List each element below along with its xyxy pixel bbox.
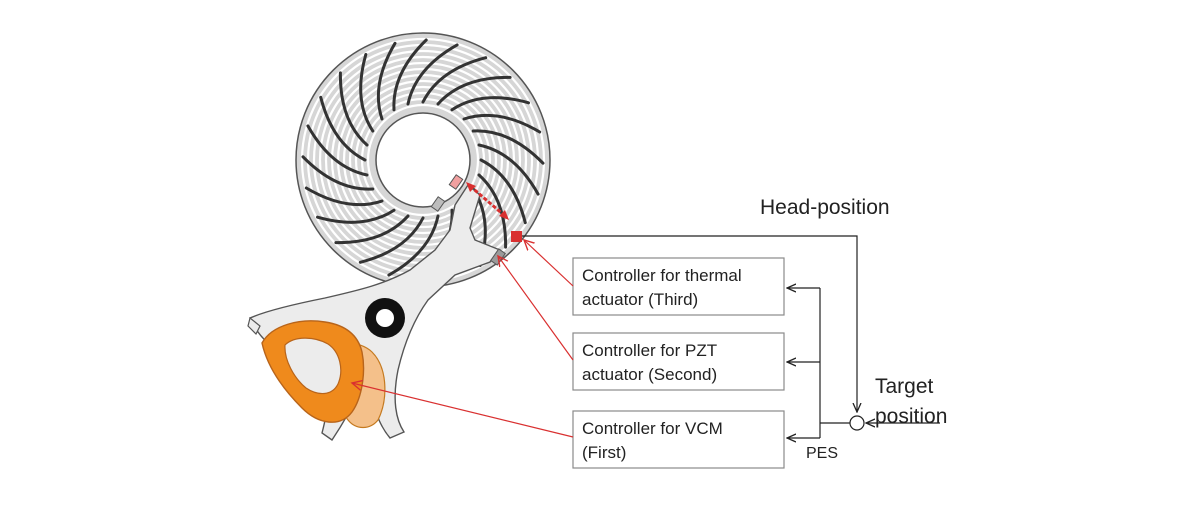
platter-spoke bbox=[477, 143, 540, 196]
platter-spoke bbox=[479, 158, 527, 225]
disk-platter-icon bbox=[295, 32, 551, 288]
pzt-control-arrow bbox=[498, 256, 574, 361]
platter-spoke bbox=[462, 113, 542, 134]
platter-groove bbox=[366, 103, 480, 217]
platter-spoke bbox=[359, 53, 375, 133]
controller-box-pzt: Controller for PZT actuator (Second) bbox=[572, 332, 785, 391]
pzt-motion-indicator bbox=[469, 184, 506, 218]
vcm-control-arrow bbox=[352, 383, 574, 438]
platter-spoke bbox=[376, 41, 397, 121]
platter-spoke bbox=[477, 173, 508, 249]
head-position-feedback-line bbox=[522, 235, 857, 412]
platter-spoke bbox=[471, 129, 545, 165]
spindle-hole bbox=[375, 112, 471, 208]
platter-spoke bbox=[436, 75, 512, 106]
controller-pzt-line1: Controller for PZT bbox=[582, 341, 717, 360]
platter-spoke bbox=[421, 56, 488, 104]
platter-spoke bbox=[392, 38, 428, 112]
platter-groove bbox=[330, 67, 516, 253]
platter-spoke bbox=[301, 155, 375, 191]
target-label-line1: Target bbox=[875, 375, 934, 398]
controller-vcm-line2: (First) bbox=[582, 443, 626, 462]
platter-spoke bbox=[319, 95, 367, 162]
pes-label: PES bbox=[806, 445, 838, 462]
summing-junction-icon bbox=[849, 415, 865, 431]
platter-spoke bbox=[306, 124, 369, 177]
platter-groove bbox=[324, 61, 522, 259]
thermal-control-arrow bbox=[524, 240, 574, 287]
platter-spoke bbox=[406, 43, 459, 106]
controller-vcm-line1: Controller for VCM bbox=[582, 419, 723, 438]
platter-spoke bbox=[358, 216, 425, 264]
controller-pzt-line2: actuator (Second) bbox=[582, 365, 717, 384]
platter-spoke bbox=[304, 186, 384, 207]
head-position-label: Head-position bbox=[760, 196, 890, 219]
controller-thermal-line2: actuator (Third) bbox=[582, 290, 698, 309]
controller-box-vcm: Controller for VCM (First) bbox=[572, 410, 785, 469]
target-label-line2: position bbox=[875, 405, 947, 428]
platter-spoke bbox=[387, 214, 440, 277]
platter-groove bbox=[342, 79, 504, 241]
thermal-actuator-marker bbox=[511, 231, 522, 242]
platter-spoke bbox=[334, 214, 410, 245]
platter-groove bbox=[354, 91, 492, 229]
controller-thermal-line1: Controller for thermal bbox=[582, 266, 742, 285]
platter-spoke bbox=[338, 71, 369, 147]
platter-groove bbox=[348, 85, 498, 235]
platter-spoke bbox=[316, 208, 396, 224]
controller-box-thermal: Controller for thermal actuator (Third) bbox=[572, 257, 785, 316]
platter-spoke bbox=[450, 96, 530, 112]
